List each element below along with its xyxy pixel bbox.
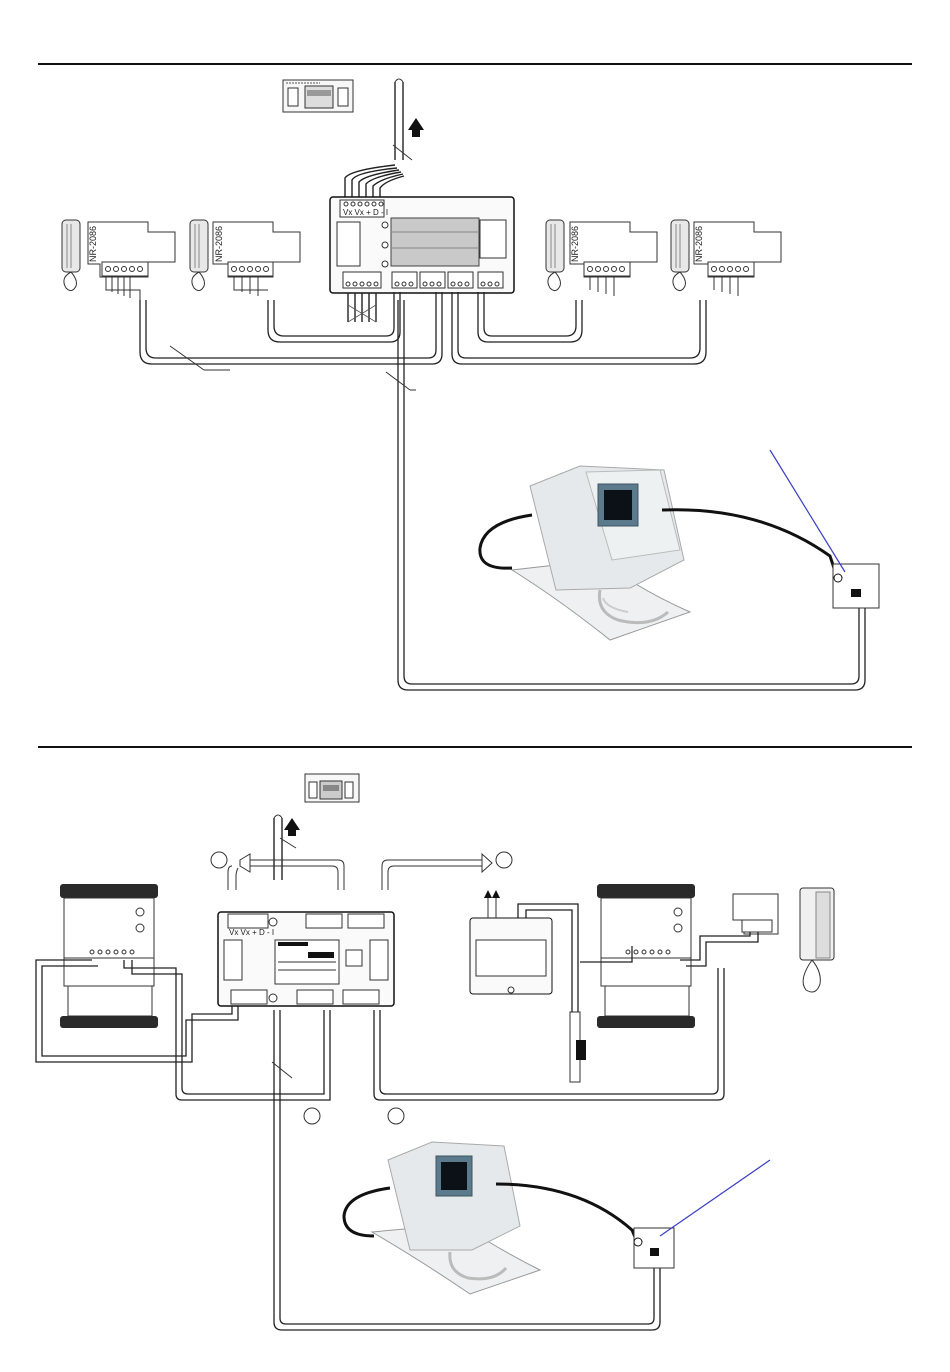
video-monitor-bottom	[344, 1142, 638, 1294]
top-bus-cables	[140, 292, 865, 690]
bottom-diagram: Vx Vx + D - I	[36, 774, 834, 1330]
thumbnail-module-icon	[283, 80, 353, 112]
distributor-terminal-label-bottom: Vx Vx + D - I	[229, 928, 274, 937]
handset-unit-1: NR-2086	[62, 220, 175, 305]
handset-unit-3: NR-2086	[546, 220, 657, 296]
riser-up-arrow-icon	[395, 79, 424, 160]
handset-label-4: NR-2086	[694, 226, 704, 262]
distributor-terminal-label-top: Vx Vx + D - I	[343, 208, 388, 217]
handset-unit-2: NR-2086	[190, 220, 300, 296]
right-branch-arrow-icon	[382, 852, 512, 890]
door-panel-left	[60, 884, 158, 1028]
power-supply-module	[470, 890, 552, 994]
handset-unit-bottom	[733, 888, 834, 992]
door-panel-right	[597, 884, 695, 1028]
top-diagram: Vx Vx + D - I	[62, 79, 879, 690]
handset-label-1: NR-2086	[88, 226, 98, 262]
distributor-module: Vx Vx + D - I	[330, 197, 514, 293]
video-monitor-top	[480, 466, 836, 640]
handset-label-3: NR-2086	[570, 226, 580, 262]
thumbnail-module-icon-2	[305, 774, 359, 802]
wall-socket-bottom	[634, 1160, 770, 1268]
left-branch-arrow-icon	[211, 852, 344, 890]
junction-marker-left	[304, 1108, 320, 1124]
distributor-module-2: Vx Vx + D - I	[218, 912, 394, 1006]
handset-label-2: NR-2086	[214, 226, 224, 262]
door-lock-icon	[570, 1012, 586, 1082]
junction-marker-right	[388, 1108, 404, 1124]
handset-unit-4: NR-2086	[671, 220, 781, 296]
wall-socket-top	[770, 450, 879, 608]
